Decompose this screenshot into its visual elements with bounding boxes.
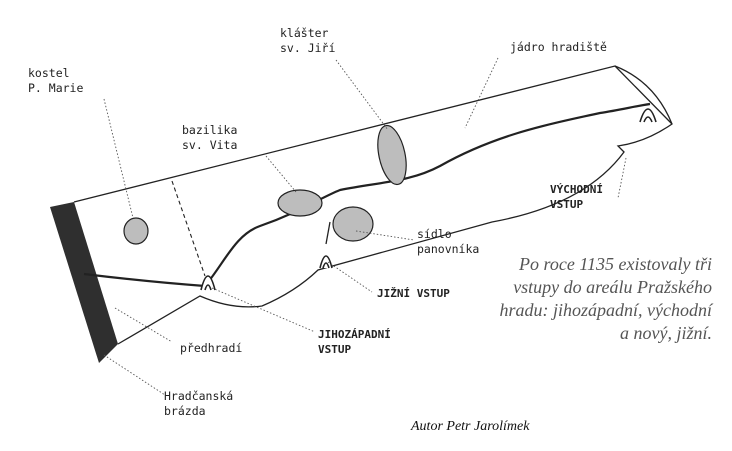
- kostel-ellipse: [123, 217, 149, 245]
- kostel-label: kostel P. Marie: [28, 66, 84, 95]
- bazilika-label: bazilika sv. Vita: [182, 123, 238, 152]
- jizni-wall-line: [325, 221, 331, 245]
- jadro-label: jádro hradiště: [510, 40, 607, 54]
- gate-jizni-icon: [319, 255, 333, 269]
- caption-note: Po roce 1135 existovaly tři vstupy do ar…: [499, 254, 712, 343]
- hradcanska-brazda-band: [50, 202, 118, 363]
- jizni-label: JIŽNÍ VSTUP: [377, 287, 450, 300]
- sidlo-label: sídlo panovníka: [417, 227, 480, 256]
- vychodni-label: VÝCHODNÍ VSTUP: [550, 183, 603, 211]
- jihozapadni-label: JIHOZÁPADNÍ VSTUP: [318, 328, 391, 356]
- klaster-ellipse: [377, 124, 407, 186]
- predhradi-boundary: [171, 180, 206, 277]
- gate-vychodni-icon: [639, 108, 657, 123]
- leader-lines: [103, 57, 627, 396]
- klaster-label: klášter sv. Jiří: [280, 26, 336, 55]
- promontory-outline: [73, 65, 673, 345]
- predhradi-label: předhradí: [180, 341, 243, 355]
- outline-top-right: [614, 65, 673, 125]
- bazilika-ellipse: [277, 189, 323, 217]
- gate-jihozapadni-icon: [200, 275, 216, 291]
- author-credit: Autor Petr Jarolímek: [411, 419, 530, 434]
- sidlo-ellipse: [332, 206, 374, 242]
- brazda-label: Hradčanská brázda: [164, 389, 234, 418]
